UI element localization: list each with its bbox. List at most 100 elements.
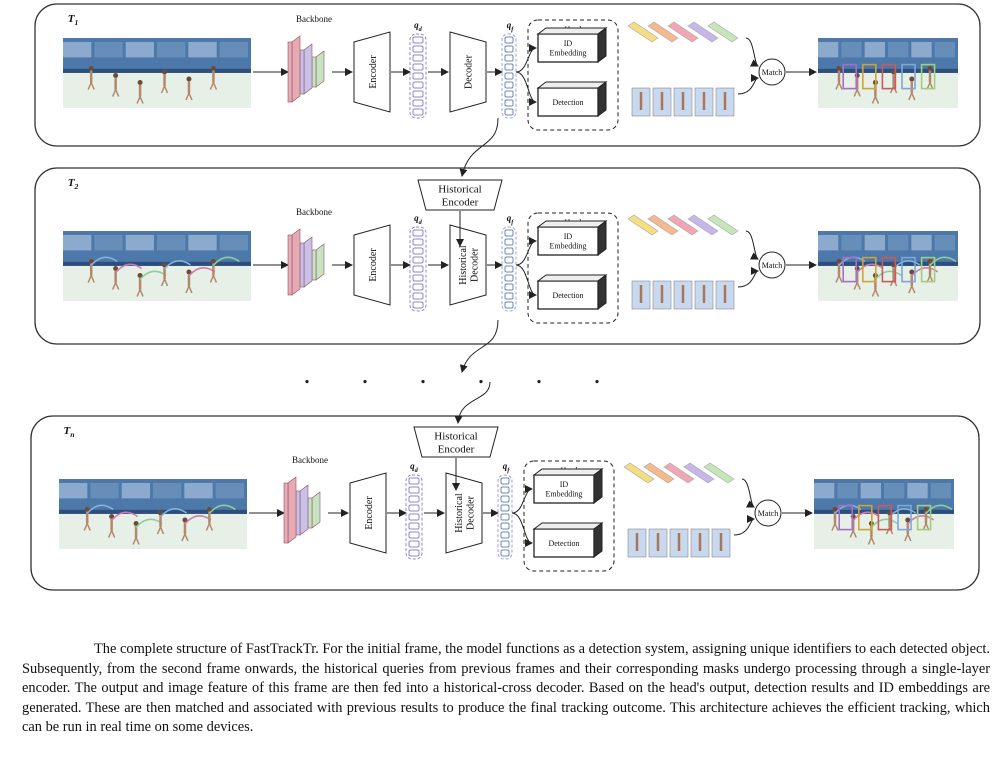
gymnast-leg [208, 523, 214, 531]
qf-container [501, 33, 517, 119]
encoder-label: Encoder [364, 496, 375, 530]
ribbon [852, 511, 880, 521]
qf-queries [497, 474, 513, 560]
query-token [408, 540, 420, 548]
gymnast-leg [163, 85, 169, 94]
historical-encoder-label-line: Historical [438, 183, 481, 195]
stands-row [125, 42, 154, 58]
backbone-layer-front [295, 490, 301, 536]
backbone-layer-front [299, 242, 305, 288]
backbone-label: Backbone [296, 207, 332, 217]
stage-panel [34, 167, 981, 345]
figure-caption: The complete structure of FastTrackTr. F… [22, 641, 990, 735]
detection-box-front [537, 280, 599, 310]
ribbon [929, 256, 957, 266]
stands-row [911, 235, 932, 251]
gymnast-head [137, 273, 143, 278]
qf-label: qf [507, 20, 515, 33]
decoder-block [445, 472, 483, 554]
id-embedding-box-label-line: ID [564, 232, 573, 241]
gymnast-leg [907, 533, 912, 542]
historical-encoder-label-line: Historical [434, 430, 477, 442]
gymnast-leg [209, 275, 215, 283]
query-token [500, 522, 510, 530]
tracking-box [916, 504, 932, 531]
gymnast-head [905, 517, 911, 523]
id-embedding-box-top [532, 468, 604, 476]
barrier [814, 509, 954, 514]
backbone-layer [315, 243, 325, 281]
gymnast-head [206, 507, 212, 512]
stands-row [818, 42, 839, 58]
gymnast-leg [856, 89, 861, 97]
query-token [412, 301, 424, 309]
gymnast-leg [867, 537, 873, 545]
tracking-box [861, 256, 877, 283]
query-token [408, 486, 420, 494]
qd-label: qd [414, 213, 423, 226]
arrow-embedding-to-match [745, 37, 759, 67]
gymnast-leg [111, 89, 117, 97]
gymnast-head [186, 269, 192, 275]
stands-row [841, 235, 862, 251]
backbone-layer [291, 35, 301, 103]
ribbon [212, 256, 240, 266]
qd-label: qd [410, 461, 419, 474]
gymnast-head [927, 66, 933, 71]
id-embedding-vector [683, 462, 715, 484]
query-token [504, 90, 514, 98]
backbone-layer [291, 228, 301, 296]
gymnast-leg [90, 275, 95, 283]
gymnast-leg [136, 289, 141, 297]
detection-box-front [537, 87, 599, 117]
decoder-label: Decoder [464, 54, 475, 89]
gymnast-leg [188, 285, 193, 294]
gymnast-head [836, 259, 842, 264]
id-embedding-vector [643, 462, 675, 484]
ribbon [925, 504, 953, 514]
stands-row [157, 42, 186, 58]
gymnast-head [88, 259, 94, 264]
qd-container [409, 226, 427, 312]
stands-row [860, 483, 881, 499]
stands-row [121, 483, 150, 499]
detection-box-top [536, 81, 608, 89]
detection-box-top [536, 274, 608, 282]
decoder-label-line: Historical [454, 493, 465, 533]
id-embedding-box-label-line: Embedding [546, 490, 583, 499]
backbone-layer [315, 50, 325, 88]
query-token [412, 63, 424, 71]
frame-image [818, 38, 958, 108]
decoder-label-line: Historical [458, 245, 469, 285]
gymnast-head [113, 73, 119, 78]
stands-row [911, 42, 932, 58]
backbone-label: Backbone [292, 455, 328, 465]
gymnast-leg [159, 526, 165, 535]
frame-image [814, 479, 954, 549]
backbone-layer [299, 484, 309, 536]
query-token [408, 495, 420, 503]
decoder-label-line: Decoder [465, 495, 476, 530]
query-token [500, 540, 510, 548]
query-token [504, 63, 514, 71]
query-token [408, 522, 420, 530]
stands-row [125, 235, 154, 251]
ribbon [163, 260, 191, 270]
backbone-layer-front [311, 56, 317, 88]
tracking-box [842, 256, 858, 283]
id-embedding-box-label-line: Embedding [550, 242, 587, 251]
gymnast-leg [892, 85, 898, 94]
arrow-embedding-to-match [741, 478, 755, 508]
gymnast-leg [156, 526, 162, 535]
gymnast-head [182, 517, 188, 523]
fasttracktr-architecture-diagram: T1BackboneEncoderqdDecoderqfHeadIDEmbedd… [30, 3, 981, 591]
gymnast-head [113, 266, 119, 271]
head-container [527, 212, 619, 324]
backbone-layer-front [287, 234, 293, 296]
gymnast-head [909, 269, 915, 275]
barrier [818, 261, 958, 266]
arrow-detection-to-match [733, 515, 755, 536]
backbone-layer-front [283, 482, 289, 544]
